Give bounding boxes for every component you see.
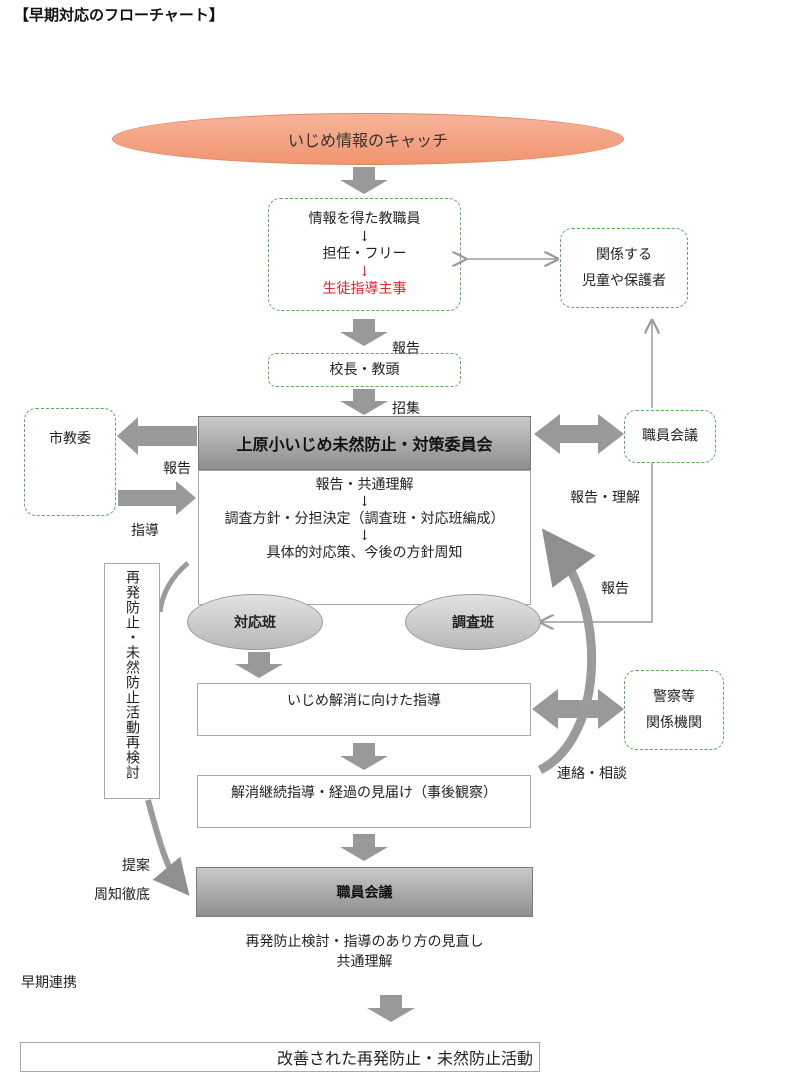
- down-arrow-4: [235, 652, 283, 678]
- arrow-to-city-board: [117, 417, 197, 455]
- line-meeting-to-survey: [542, 463, 653, 622]
- resolve-box: いじめ解消に向けた指導: [197, 683, 531, 736]
- staff-line2: 担任・フリー: [322, 246, 407, 262]
- staff-box: 情報を得た教職員 ↓ 担任・フリー ↓ 生徒指導主事: [268, 198, 461, 311]
- catch-label: いじめ情報のキャッチ: [287, 131, 448, 150]
- staff-line1: 情報を得た教職員: [308, 211, 421, 227]
- vertical-review-label: 再発防止・未然防止活動再検討: [124, 570, 140, 780]
- label-contact: 連絡・相談: [557, 766, 627, 782]
- principal-box: 校長・教頭: [268, 353, 461, 387]
- down-arrow-7: [367, 995, 415, 1022]
- label-convene: 招集: [392, 401, 420, 417]
- label-propose: 提案: [122, 858, 150, 874]
- staff-arrow1: ↓: [358, 229, 371, 245]
- response-team-label: 対応班: [234, 615, 276, 631]
- staff-meeting-top-label: 職員会議: [642, 428, 698, 444]
- down-arrow-1: [340, 167, 388, 194]
- committee-line2: 調査方針・分担決定（調査班・対応班編成）: [224, 511, 505, 527]
- staff-meeting-bottom-label: 職員会議: [336, 885, 393, 901]
- final-box: 改善された再発防止・未然防止活動: [20, 1042, 540, 1072]
- committee-body: 報告・共通理解 ↓ 調査方針・分担決定（調査班・対応班編成） ↓ 具体的対応策、…: [198, 470, 531, 605]
- police-box: 警察等 関係機関: [624, 670, 724, 750]
- committee-header: 上原小いじめ未然防止・対策委員会: [198, 416, 531, 470]
- final-label: 改善された再発防止・未然防止活動: [276, 1049, 533, 1068]
- committee-line1: 報告・共通理解: [315, 477, 414, 493]
- label-report-3: 報告: [601, 581, 629, 597]
- related-box: 関係する 児童や保護者: [560, 228, 688, 308]
- curve-left-bottom: [145, 799, 190, 896]
- review-text: 再発防止検討・指導のあり方の見直し 共通理解: [196, 932, 533, 972]
- principal-label: 校長・教頭: [329, 361, 400, 378]
- curve-left-top: [157, 561, 190, 613]
- committee-line3: 具体的対応策、今後の方針周知: [266, 545, 463, 561]
- police-line1: 警察等: [653, 689, 695, 705]
- staff-line3: 生徒指導主事: [322, 281, 407, 297]
- related-line1: 関係する: [596, 247, 652, 263]
- down-arrow-5: [340, 743, 388, 770]
- police-line2: 関係機関: [646, 715, 702, 731]
- down-arrow-3: [340, 389, 388, 415]
- resolve-label: いじめ解消に向けた指導: [287, 693, 441, 709]
- label-notify: 周知徹底: [94, 887, 150, 903]
- review-line2: 共通理解: [336, 954, 393, 970]
- survey-team-label: 調査班: [452, 615, 494, 631]
- curve-feedback-right: [537, 528, 597, 775]
- label-report-understand: 報告・理解: [570, 490, 640, 506]
- survey-team-oval: 調査班: [405, 594, 541, 650]
- city-board-box: 市教委: [24, 408, 116, 516]
- label-guidance: 指導: [131, 523, 159, 539]
- arrow-from-city-board: [118, 481, 196, 515]
- vertical-review-box: 再発防止・未然防止活動再検討: [104, 563, 160, 799]
- page-title: 【早期対応のフローチャート】: [14, 6, 224, 24]
- city-board-label: 市教委: [49, 431, 91, 447]
- committee-arrow2: ↓: [358, 528, 371, 544]
- catch-ellipse: いじめ情報のキャッチ: [112, 113, 624, 165]
- down-arrow-2: [340, 319, 388, 346]
- label-early: 早期連携: [21, 975, 77, 991]
- staff-meeting-bottom-bar: 職員会議: [196, 867, 533, 917]
- down-arrow-6: [340, 834, 388, 861]
- continue-label: 解消継続指導・経過の見届け（事後観察）: [231, 785, 497, 801]
- committee-label: 上原小いじめ未然防止・対策委員会: [236, 435, 493, 454]
- double-arrow-police: [532, 689, 624, 729]
- label-report-2: 報告: [163, 461, 191, 477]
- double-arrow-staff-meeting: [534, 414, 624, 454]
- committee-arrow1: ↓: [358, 494, 371, 510]
- response-team-oval: 対応班: [187, 594, 323, 650]
- continue-box: 解消継続指導・経過の見届け（事後観察）: [197, 775, 531, 828]
- staff-arrow2: ↓: [358, 264, 371, 280]
- related-line2: 児童や保護者: [582, 273, 666, 289]
- review-line1: 再発防止検討・指導のあり方の見直し: [245, 934, 484, 950]
- staff-meeting-top-box: 職員会議: [624, 410, 716, 463]
